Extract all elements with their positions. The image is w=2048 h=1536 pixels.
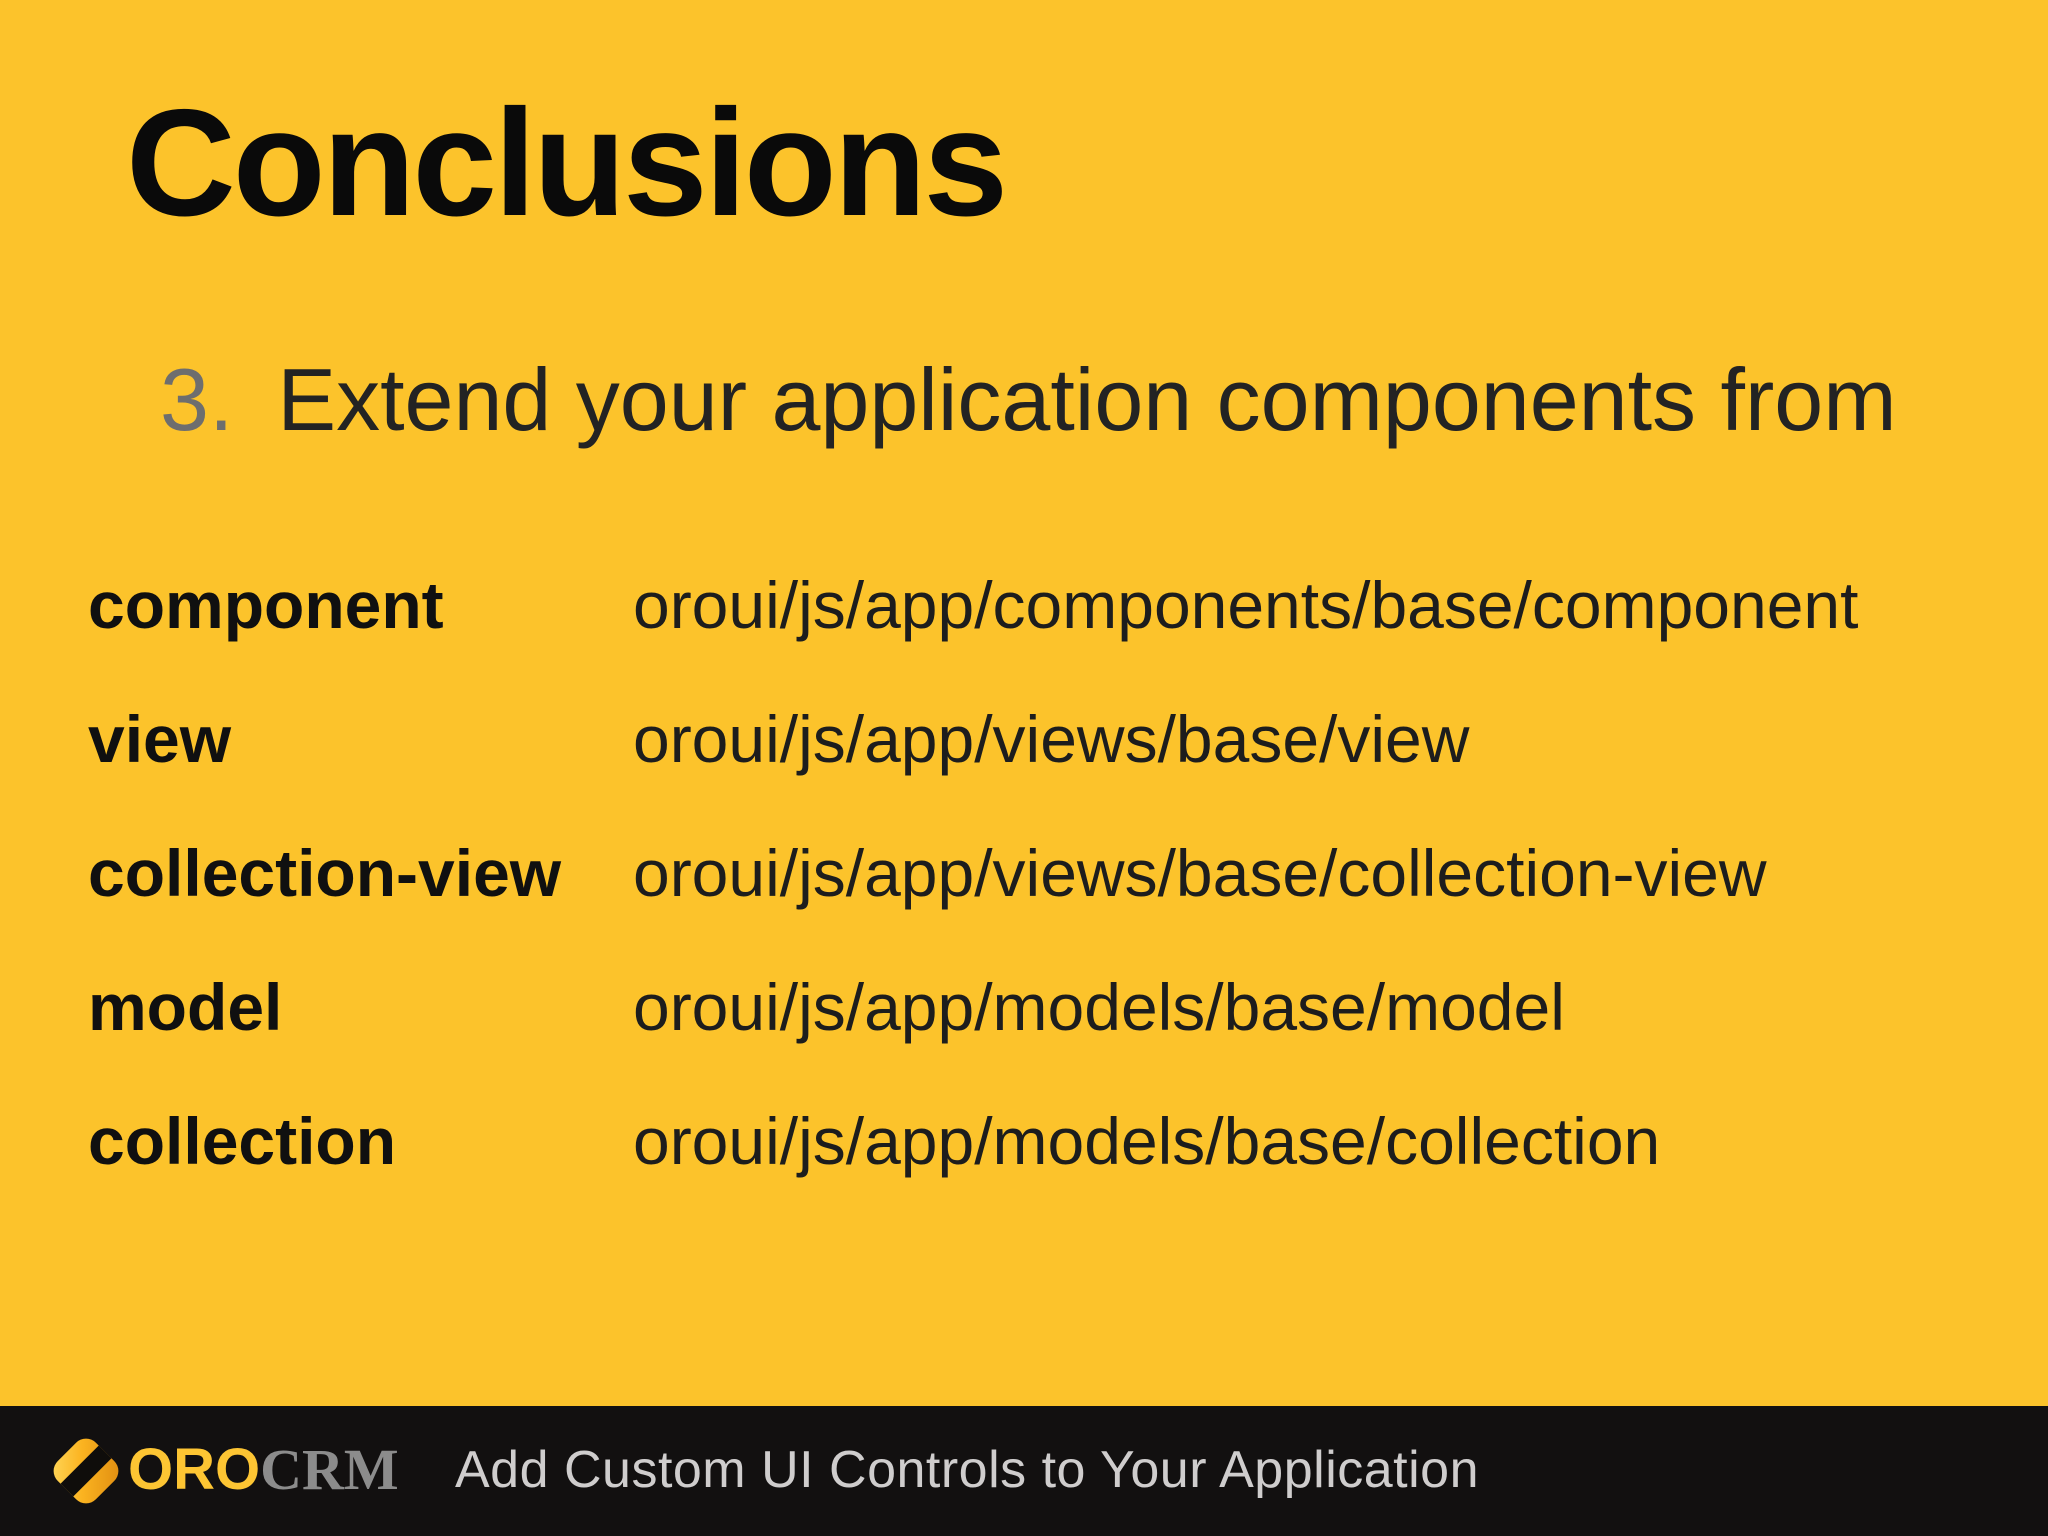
row-path: oroui/js/app/models/base/model	[633, 970, 1565, 1044]
oro-diamond-logo-icon	[47, 1432, 125, 1510]
logo-diamond-shape	[47, 1432, 125, 1510]
row-label: collection-view	[88, 836, 562, 910]
row-path: oroui/js/app/models/base/collection	[633, 1104, 1661, 1178]
brand-oro-text: ORO	[128, 1437, 261, 1503]
brand-crm-text: CRM	[260, 1437, 399, 1503]
list-item-number: 3.	[160, 350, 234, 449]
row-label: component	[88, 568, 444, 642]
numbered-list-item: 3. Extend your application components fr…	[160, 350, 1897, 449]
row-path: oroui/js/app/components/base/component	[633, 568, 1859, 642]
table-row: collection oroui/js/app/models/base/coll…	[88, 1108, 1968, 1174]
table-row: view oroui/js/app/views/base/view	[88, 706, 1968, 772]
table-row: collection-view oroui/js/app/views/base/…	[88, 840, 1968, 906]
logo-diagonal-stripe	[52, 1437, 120, 1505]
slide-title: Conclusions	[126, 78, 1008, 248]
footer-bar: OROCRM Add Custom UI Controls to Your Ap…	[0, 1406, 2048, 1536]
row-label: view	[88, 702, 232, 776]
row-path: oroui/js/app/views/base/view	[633, 702, 1470, 776]
row-label: collection	[88, 1104, 397, 1178]
footer-subtitle: Add Custom UI Controls to Your Applicati…	[455, 1440, 1480, 1499]
table-row: component oroui/js/app/components/base/c…	[88, 572, 1968, 638]
table-row: model oroui/js/app/models/base/model	[88, 974, 1968, 1040]
row-label: model	[88, 970, 283, 1044]
row-path: oroui/js/app/views/base/collection-view	[633, 836, 1767, 910]
list-item-text: Extend your application components from	[277, 350, 1897, 449]
brand-wordmark: OROCRM	[128, 1436, 399, 1503]
component-path-table: component oroui/js/app/components/base/c…	[88, 572, 1968, 1242]
